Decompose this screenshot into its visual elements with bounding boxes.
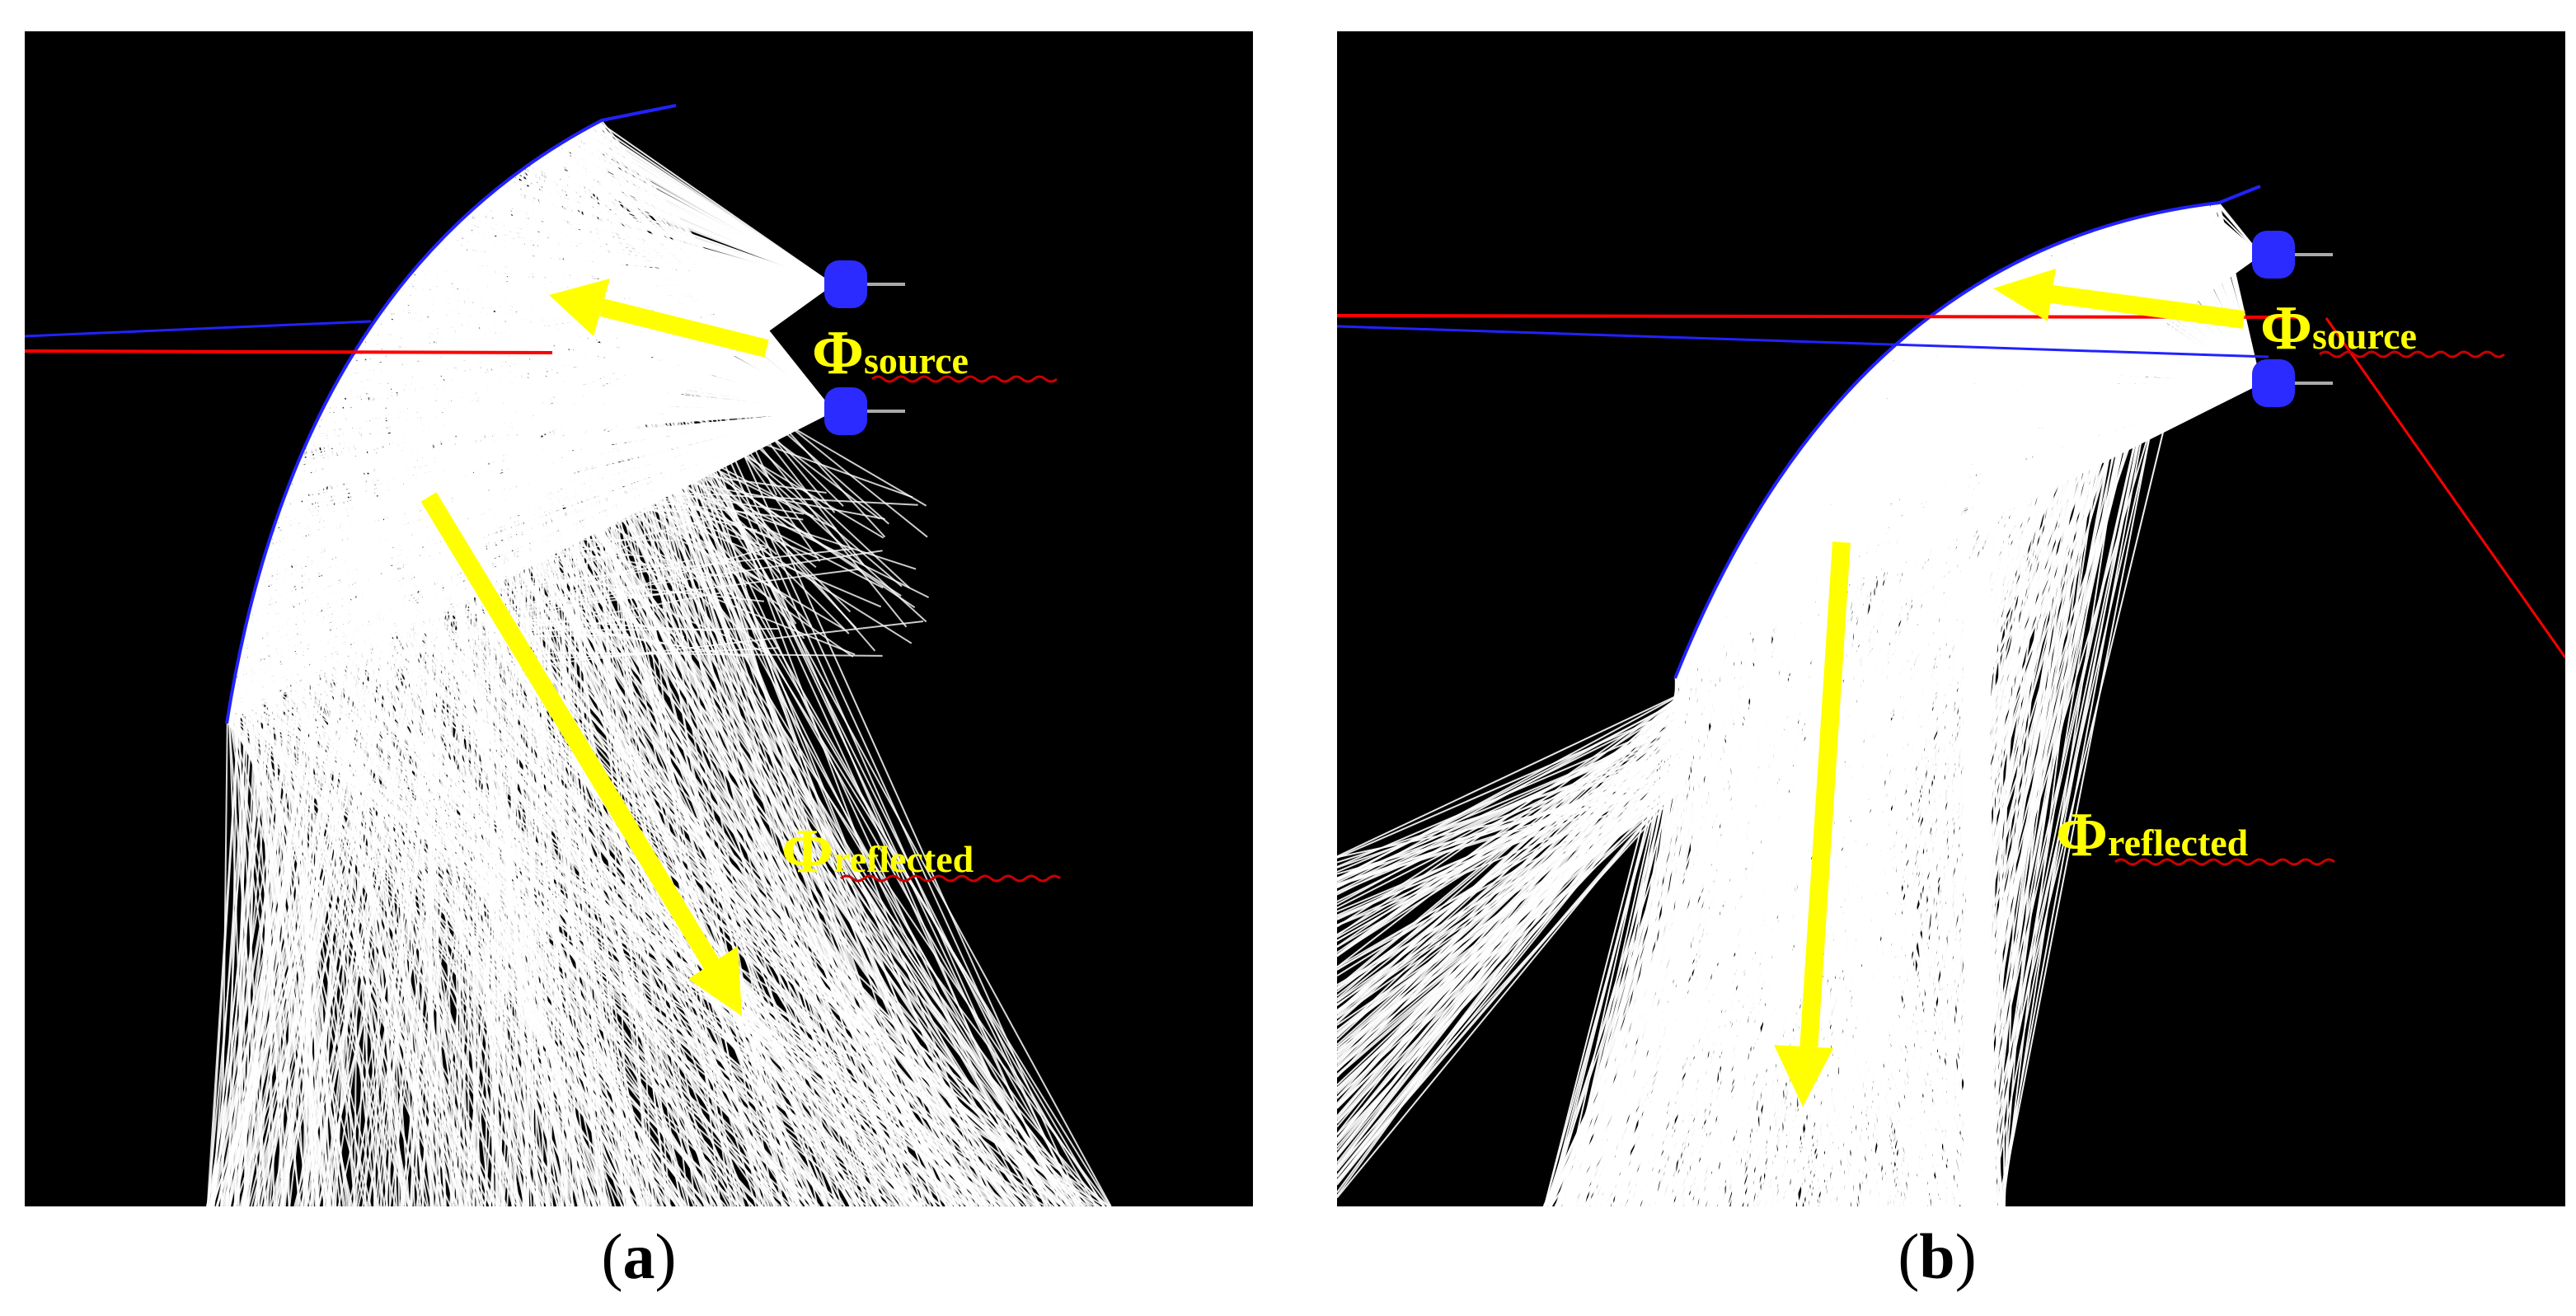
led-source-icon	[2252, 359, 2333, 407]
arrow-icon	[420, 492, 742, 1016]
red-ray-b-diagonal	[2325, 317, 2565, 658]
raytrace-diagram-a: Φsource Φreflected	[25, 104, 1112, 1206]
spell-squiggle	[2114, 858, 2335, 866]
phi-reflected-symbol-b: Φ	[2056, 800, 2108, 869]
spell-squiggle	[840, 874, 1061, 883]
phi-reflected-sub-b: reflected	[2108, 822, 2249, 864]
phi-source-sub-a: source	[864, 340, 969, 382]
panel-b: Φsource Φreflected	[1337, 31, 2565, 1206]
blue-ray-a	[25, 320, 372, 338]
phi-reflected-sub-a: reflected	[833, 838, 974, 880]
arrow-icon	[549, 279, 769, 358]
arrow-icon	[1993, 269, 2245, 329]
phi-source-symbol-b: Φ	[2260, 293, 2312, 363]
arrow-icon	[1774, 541, 1851, 1107]
ray-bundle-a	[205, 119, 1112, 1206]
spell-squiggle	[871, 375, 1058, 383]
led-source-icon	[2252, 231, 2333, 279]
caption-letter-b: b	[1919, 1220, 1955, 1292]
red-ray-a	[25, 349, 553, 354]
reflector-curve-a	[225, 104, 677, 724]
phi-source-sub-b: source	[2312, 315, 2417, 357]
led-source-icon	[824, 260, 905, 308]
phi-source-symbol-a: Φ	[812, 318, 864, 387]
caption-a: (a)	[601, 1220, 677, 1292]
red-ray-b	[1337, 314, 2302, 319]
caption-b: (b)	[1898, 1220, 1977, 1292]
led-source-icon	[824, 387, 905, 435]
svg-text:Φsource: Φsource	[2260, 293, 2417, 363]
raytrace-diagram-b: Φsource Φreflected	[1337, 185, 2565, 1206]
phi-reflected-symbol-a: Φ	[781, 817, 833, 886]
reflector-curve-b	[1673, 185, 2261, 679]
caption-letter-a: a	[622, 1220, 655, 1292]
svg-text:Φreflected: Φreflected	[781, 817, 974, 886]
svg-text:Φsource: Φsource	[812, 318, 969, 387]
panel-a: Φsource Φreflected	[25, 31, 1253, 1206]
blue-ray-b	[1337, 325, 2269, 358]
svg-text:Φreflected: Φreflected	[2056, 800, 2249, 869]
spell-squiggle	[2319, 350, 2505, 358]
